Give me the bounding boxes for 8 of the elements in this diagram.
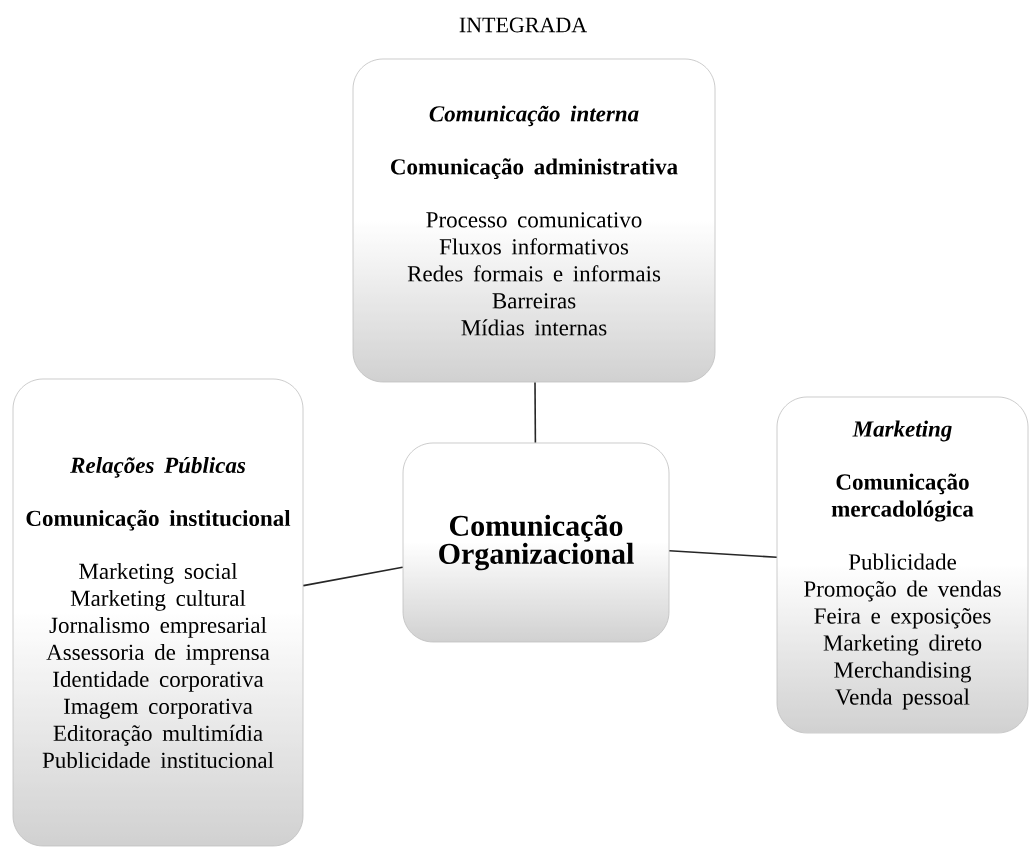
rounded-box: Relações Públicas Comunicação institucional Marketing social Marketing cultural Jornalismo empresarial Assessoria de imprensa Identidade corporativa Imagem corporativa Editoração multimídia Publicidade institucional <box>12 378 304 847</box>
connector-line <box>534 381 537 444</box>
connector-line <box>668 549 778 559</box>
connector-line <box>302 566 404 587</box>
rounded-box: Comunicação Organizacional <box>402 442 670 643</box>
heading: INTEGRADA <box>459 17 587 33</box>
rounded-box: Marketing Comunicação mercadológica Publicidade Promoção de vendas Feira e exposições Marketing direto Merchandising Venda pessoal <box>776 396 1029 734</box>
rounded-box: Comunicação interna Comunicação administrativa Processo comunicativo Fluxos informativos Redes formais e informais Barreiras Mídias internas <box>352 58 716 383</box>
